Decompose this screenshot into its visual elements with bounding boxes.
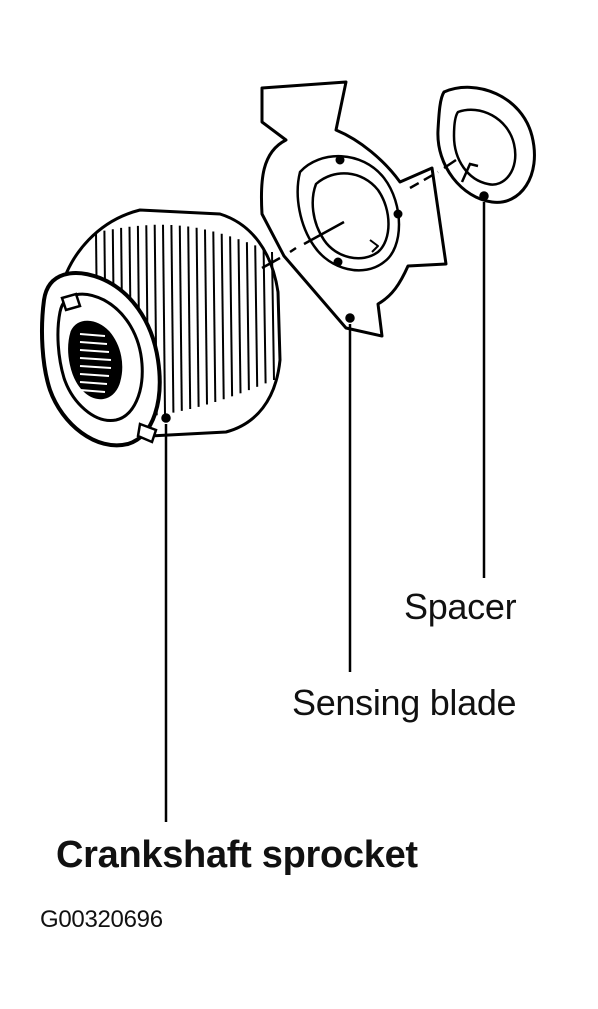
gear-tooth <box>162 224 166 415</box>
sprocket-leader-dot <box>161 413 171 423</box>
bore-spline <box>79 389 106 393</box>
crankshaft-sprocket <box>40 208 282 448</box>
bore-spline <box>79 365 112 369</box>
bore-splines <box>79 333 112 393</box>
gear-tooth <box>195 227 200 407</box>
bore-spline <box>79 381 108 385</box>
figure-code: G00320696 <box>40 906 163 933</box>
assembly-axis-line <box>261 158 457 270</box>
blade-leader-dot <box>345 313 355 323</box>
spacer-ring <box>436 85 536 204</box>
gear-tooth <box>229 236 234 397</box>
gear-tooth <box>254 245 259 387</box>
bore-spline <box>79 373 110 377</box>
bore-spline <box>79 341 108 345</box>
sensing-blade-label: Sensing blade <box>292 682 517 723</box>
gear-tooth <box>237 239 242 394</box>
spacer-label: Spacer <box>404 586 517 627</box>
bore-spline <box>79 357 112 361</box>
gear-tooth <box>245 242 250 391</box>
sensing-blade <box>259 80 448 338</box>
gear-tooth <box>220 233 225 400</box>
crankshaft-sprocket-label: Crankshaft sprocket <box>56 834 418 876</box>
gear-tooth <box>170 224 175 413</box>
gear-tooth <box>262 248 267 384</box>
gear-tooth <box>187 226 192 410</box>
gear-tooth <box>178 225 183 411</box>
gear-tooth <box>204 229 208 405</box>
bore-spline <box>79 333 106 337</box>
bore-spline <box>79 349 110 353</box>
leader-lines <box>161 191 489 822</box>
spacer-leader-dot <box>479 191 489 201</box>
gear-tooth <box>212 231 217 403</box>
gear-tooth <box>271 251 275 381</box>
